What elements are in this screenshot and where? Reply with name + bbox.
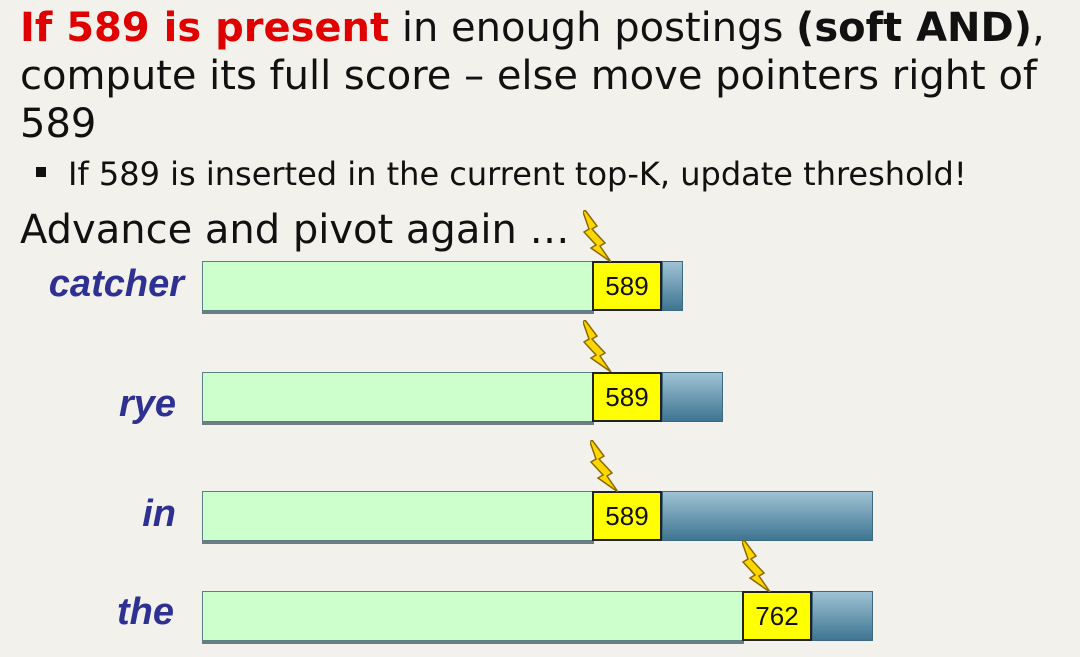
posting-list-the bbox=[202, 591, 744, 641]
term-label-the: the bbox=[117, 591, 174, 633]
heading-comma: , bbox=[1031, 5, 1045, 51]
heading-highlight: If 589 is present bbox=[20, 5, 390, 51]
bullet-square-icon bbox=[36, 167, 46, 177]
heading-text: in enough postings bbox=[389, 5, 797, 51]
posting-remaining-rye bbox=[662, 372, 723, 422]
lightning-bolt-icon bbox=[583, 210, 612, 262]
posting-remaining-the bbox=[812, 591, 873, 641]
bullet-item: If 589 is inserted in the current top-K,… bbox=[36, 154, 967, 194]
posting-list-rye bbox=[202, 372, 594, 422]
bullet-text: If 589 is inserted in the current top-K,… bbox=[68, 155, 967, 193]
advance-text: Advance and pivot again … bbox=[20, 207, 570, 253]
term-label-catcher: catcher bbox=[48, 263, 184, 305]
lightning-bolt-icon bbox=[742, 540, 771, 592]
lightning-bolt-icon bbox=[583, 320, 612, 372]
heading-soft-and: (soft AND) bbox=[796, 5, 1032, 51]
heading-line-1: If 589 is present in enough postings (so… bbox=[20, 4, 1045, 52]
posting-remaining-catcher bbox=[662, 261, 683, 311]
pointer-doc-in: 589 bbox=[592, 491, 662, 541]
pointer-doc-rye: 589 bbox=[592, 372, 662, 422]
lightning-bolt-icon bbox=[590, 440, 619, 492]
pointer-doc-catcher: 589 bbox=[592, 261, 662, 311]
heading-line-3: 589 bbox=[20, 101, 97, 147]
posting-remaining-in bbox=[662, 491, 873, 541]
term-label-rye: rye bbox=[118, 383, 176, 425]
term-label-in: in bbox=[142, 493, 176, 535]
posting-list-catcher bbox=[202, 261, 594, 311]
pointer-doc-the: 762 bbox=[742, 591, 812, 641]
posting-list-in bbox=[202, 491, 594, 541]
heading-line-2: compute its full score – else move point… bbox=[20, 53, 1038, 99]
